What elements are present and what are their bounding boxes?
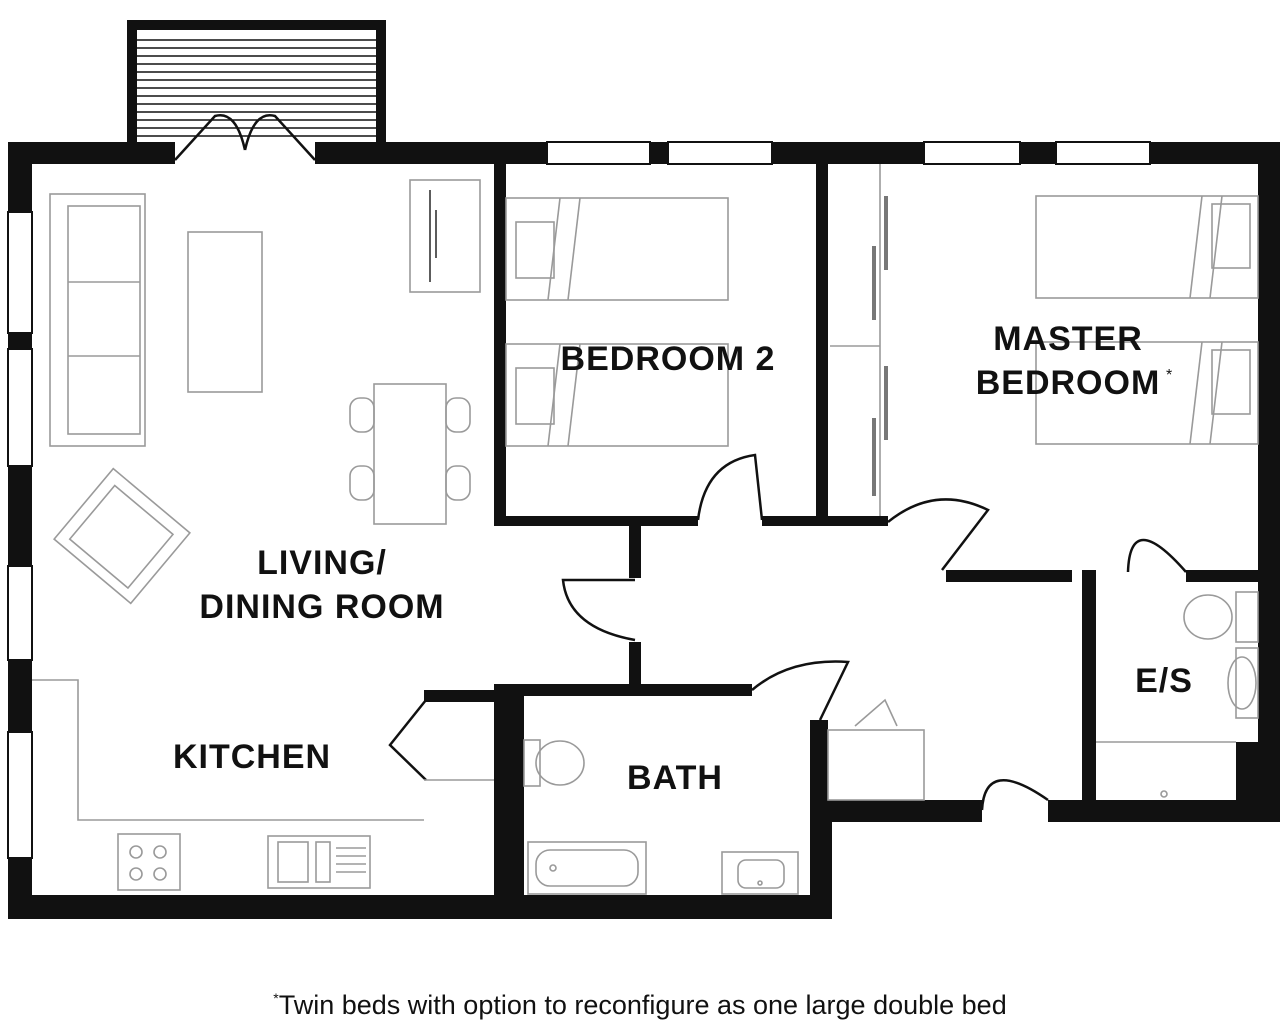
living-furniture xyxy=(49,179,481,605)
living-room-label-line1: LIVING/ xyxy=(257,544,387,582)
bath-label: BATH xyxy=(627,759,723,797)
master-furniture xyxy=(830,164,1259,516)
balcony xyxy=(127,20,386,145)
master-bedroom-label-line2: BEDROOM xyxy=(976,364,1161,402)
kitchen-label: KITCHEN xyxy=(173,738,331,776)
bedroom2-beds xyxy=(505,197,729,447)
master-bedroom-label-line1: MASTER xyxy=(993,320,1143,358)
windows xyxy=(7,141,1151,859)
master-bedroom-mark: * xyxy=(1166,367,1173,384)
bedroom2-label: BEDROOM 2 xyxy=(561,340,776,378)
floor-plan: BEDROOM 2 MASTER BEDROOM * LIVING/ DININ… xyxy=(7,20,1280,919)
doors xyxy=(174,113,1187,811)
footnote-text: Twin beds with option to reconfigure as … xyxy=(278,990,1007,1020)
ensuite-label: E/S xyxy=(1135,662,1193,700)
outer-walls xyxy=(8,142,1280,919)
footnote: *Twin beds with option to reconfigure as… xyxy=(0,990,1280,1021)
ensuite-fixtures xyxy=(1096,591,1259,798)
footnote-mark: * xyxy=(273,990,279,1006)
living-room-label-line2: DINING ROOM xyxy=(199,588,444,626)
kitchen-furniture xyxy=(32,679,494,891)
interior-walls xyxy=(424,160,1258,918)
bathroom-fixtures xyxy=(523,698,925,895)
